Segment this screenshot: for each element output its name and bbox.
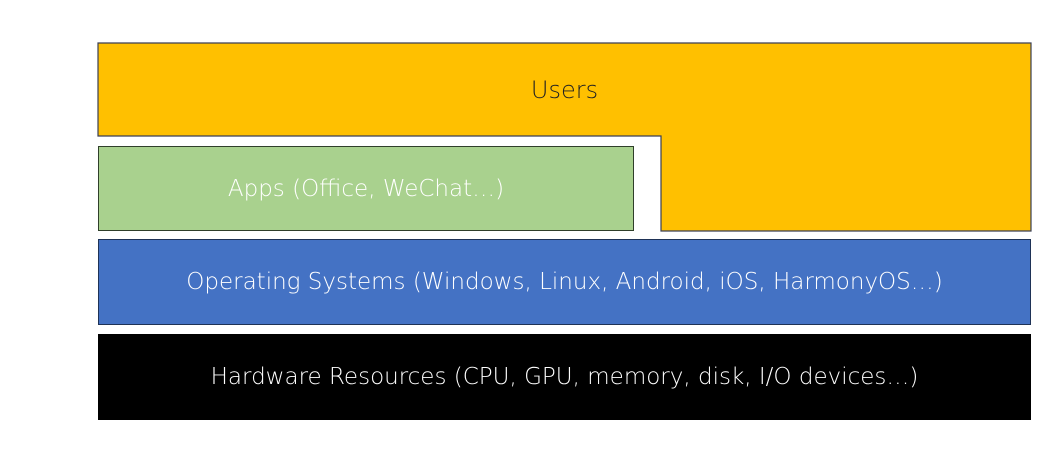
- hardware-resources-layer-label: Hardware Resources (CPU, GPU, memory, di…: [210, 364, 919, 390]
- users-layer-label: Users: [530, 75, 599, 104]
- operating-systems-layer-label: Operating Systems (Windows, Linux, Andro…: [186, 269, 943, 295]
- hardware-resources-layer: Hardware Resources (CPU, GPU, memory, di…: [98, 334, 1031, 420]
- apps-layer: Apps (Office, WeChat…): [98, 146, 634, 231]
- users-layer-shape: [97, 42, 1032, 232]
- apps-layer-label: Apps (Office, WeChat…): [227, 175, 505, 202]
- operating-systems-layer: Operating Systems (Windows, Linux, Andro…: [98, 239, 1031, 325]
